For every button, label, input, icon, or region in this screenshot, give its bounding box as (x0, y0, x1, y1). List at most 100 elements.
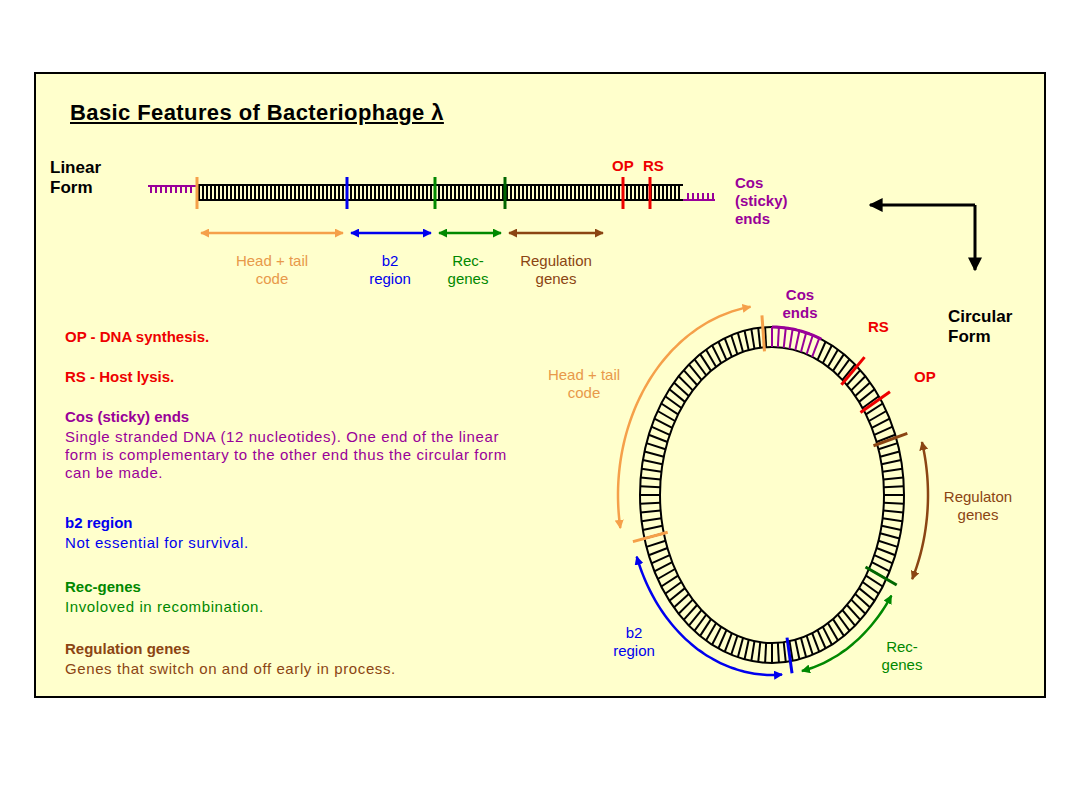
base-pair (206, 185, 208, 200)
base-pair (765, 643, 766, 663)
base-pair (738, 333, 743, 352)
base-pair (290, 185, 292, 200)
base-pair (883, 477, 903, 479)
base-pair (286, 185, 288, 200)
base-pair (872, 419, 890, 428)
base-pair (725, 633, 732, 652)
region-boundary (633, 532, 668, 541)
base-pair (310, 185, 312, 200)
base-pair (282, 185, 284, 200)
base-pair (474, 185, 476, 200)
base-pair (418, 185, 420, 200)
cos-base (185, 186, 187, 193)
region-boundary (841, 357, 864, 385)
base-pair (350, 185, 352, 200)
region-arrow (802, 596, 891, 671)
base-pair (666, 185, 668, 200)
base-pair (823, 627, 832, 645)
base-pair (314, 185, 316, 200)
base-pair (614, 185, 616, 200)
base-pair (658, 185, 660, 200)
base-pair (758, 328, 760, 348)
base-pair (566, 185, 568, 200)
base-pair (266, 185, 268, 200)
base-pair (643, 460, 663, 464)
base-pair (778, 643, 779, 663)
key-note: Involoved in recombination. (65, 598, 520, 616)
base-pair (578, 185, 580, 200)
cos-base (687, 193, 689, 200)
region-boundary (866, 567, 897, 585)
base-pair (394, 185, 396, 200)
cos-base (175, 186, 177, 193)
form-label: Circular Form (948, 307, 1032, 348)
base-pair (801, 638, 806, 657)
region-boundary (434, 177, 437, 209)
base-pair (884, 503, 904, 504)
base-pair (778, 327, 779, 347)
base-pair (382, 185, 384, 200)
base-pair (246, 185, 248, 200)
base-pair (874, 555, 892, 563)
base-pair (258, 185, 260, 200)
base-pair (334, 185, 336, 200)
base-pair (554, 185, 556, 200)
key-heading: OP - DNA synthesis. (65, 328, 209, 346)
base-pair (818, 630, 826, 648)
base-pair (470, 185, 472, 200)
base-pair (226, 185, 228, 200)
base-pair (466, 185, 468, 200)
region-arrow (912, 442, 928, 579)
base-pair (674, 185, 676, 200)
base-pair (462, 185, 464, 200)
diagram-title: Basic Features of Bacteriophage λ (70, 100, 444, 126)
base-pair (318, 185, 320, 200)
region-boundary (787, 638, 792, 674)
region-label: Head + tail code (536, 366, 632, 402)
base-pair (712, 345, 721, 363)
base-pair (210, 185, 212, 200)
base-pair (678, 185, 680, 200)
region-label: Regulation genes (510, 252, 602, 288)
region-arrow (637, 557, 782, 675)
base-pair (883, 518, 903, 521)
base-pair (641, 477, 661, 479)
base-pair (530, 185, 532, 200)
base-pair (298, 185, 300, 200)
base-pair (330, 185, 332, 200)
region-arrow (201, 232, 343, 235)
base-pair (745, 640, 749, 660)
base-pair (386, 185, 388, 200)
cos-base (702, 193, 704, 200)
base-pair (370, 185, 372, 200)
base-pair (458, 185, 460, 200)
base-pair (558, 185, 560, 200)
base-pair (801, 333, 806, 352)
key-heading: Rec-genes (65, 578, 141, 596)
base-pair (643, 526, 663, 530)
cos-base (707, 193, 709, 200)
base-pair (322, 185, 324, 200)
base-pair (326, 185, 328, 200)
base-pair (745, 331, 749, 351)
base-pair (738, 638, 743, 657)
base-pair (795, 640, 799, 660)
base-pair (582, 185, 584, 200)
base-pair (630, 185, 632, 200)
base-pair (482, 185, 484, 200)
base-pair (654, 562, 672, 571)
base-pair (542, 185, 544, 200)
cos-base (150, 186, 152, 193)
base-pair (362, 185, 364, 200)
dna-strand (660, 347, 884, 643)
base-pair (546, 185, 548, 200)
base-pair (454, 185, 456, 200)
base-pair (642, 518, 662, 521)
base-pair (751, 641, 754, 661)
region-label: Head + tail code (222, 252, 322, 288)
base-pair (670, 185, 672, 200)
gene-label: OP (914, 368, 936, 386)
base-pair (812, 338, 819, 357)
region-arrow (439, 232, 501, 235)
